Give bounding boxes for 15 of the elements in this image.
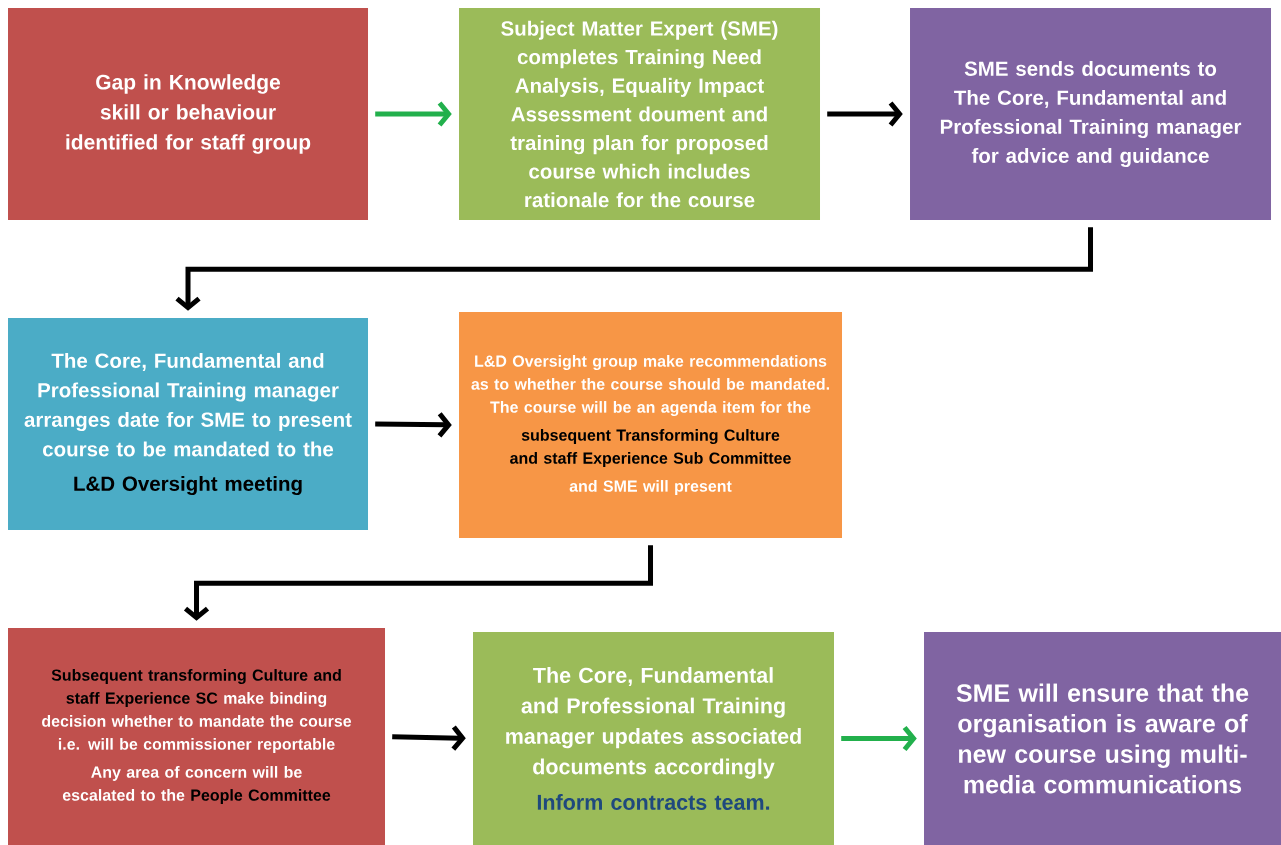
process-box: The Core, Fundamental and Professional Training manager arranges date for SME to present course to be mandated to the L&D Oversight meeting: [8, 318, 368, 530]
process-box: Subject Matter Expert (SME) completes Training Need Analysis, Equality Impact Assessment doument and training plan for proposed course which includes rationale for the course: [459, 8, 820, 220]
process-box: Gap in Knowledge skill or behaviour identified for staff group: [8, 8, 368, 220]
process-box: Subsequent transforming Culture and staff Experience SC make binding decision whether to mandate the course i.e. will be commissioner reportable Any area of concern will be escalated to the People Committee: [8, 628, 385, 845]
arrow: [827, 101, 903, 127]
arrow: [183, 545, 653, 621]
arrow: [175, 227, 1093, 311]
arrow: [375, 101, 452, 127]
process-box: The Core, Fundamental and Professional Training manager updates associated documents accordingly Inform contracts team.: [473, 632, 834, 845]
arrow: [841, 725, 917, 752]
process-box: SME will ensure that the organisation is aware of new course using multi-media communications: [924, 632, 1281, 845]
process-box: SME sends documents to The Core, Fundamental and Professional Training manager for advice and guidance: [910, 8, 1271, 220]
arrow: [392, 725, 466, 751]
arrow: [375, 412, 452, 438]
process-box: L&D Oversight group make recommendations as to whether the course should be mandated. The course will be an agenda item for the subsequent Transforming Culture and staff Experience Sub Committee and SME will present: [459, 312, 842, 538]
